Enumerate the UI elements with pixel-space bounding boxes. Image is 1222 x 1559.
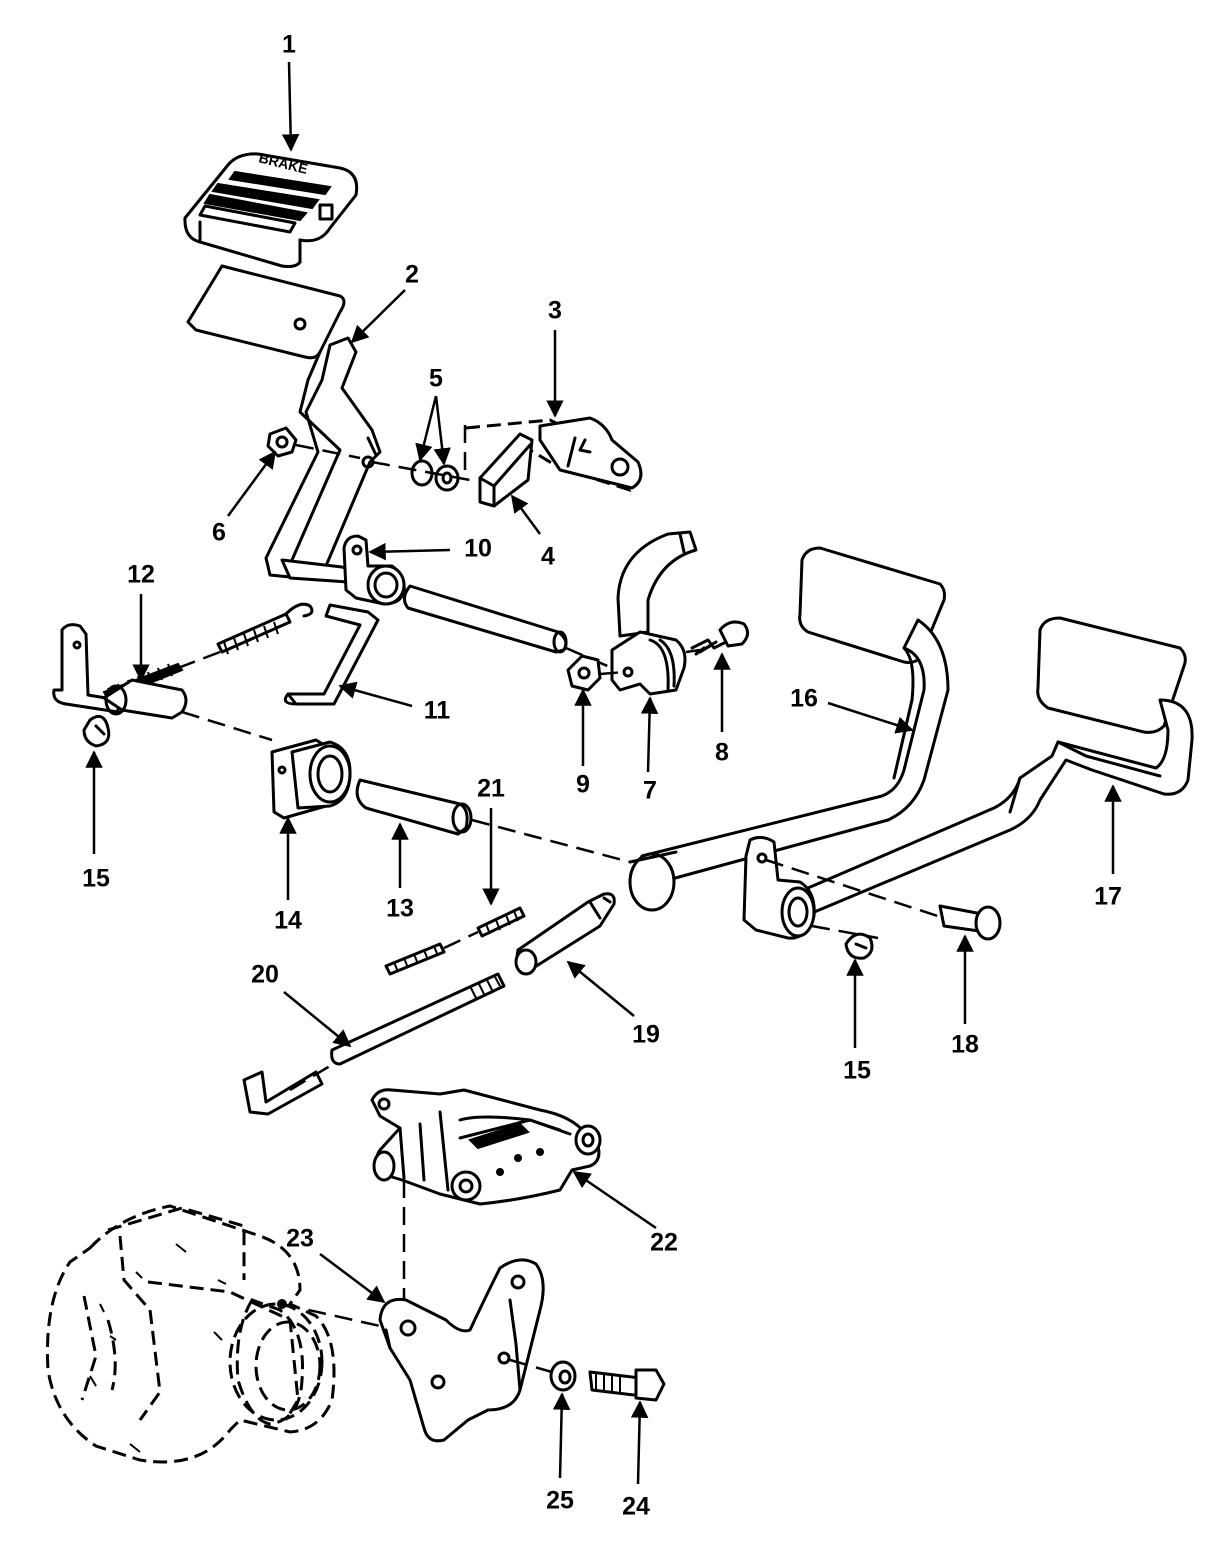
- callout-25: 25: [546, 1487, 574, 1515]
- callout-23: 23: [286, 1225, 314, 1253]
- return-spring: [52, 602, 314, 742]
- callout-21: 21: [477, 775, 505, 803]
- callout-24: 24: [622, 1493, 650, 1521]
- callout-1: 1: [282, 31, 296, 59]
- brake-pedal-pad: BRAKE: [183, 149, 359, 268]
- callout-3: 3: [548, 297, 562, 325]
- washers: [371, 459, 471, 492]
- callout-6: 6: [212, 519, 226, 547]
- nut: [266, 426, 361, 460]
- brake-pedal-right: [742, 616, 1194, 940]
- callout-17: 17: [1094, 883, 1122, 911]
- callout-19: 19: [632, 1021, 660, 1049]
- callout-labels: 1 2 3 5 6 4 10 12 11 16 8 7 9 21 15 14 1…: [82, 31, 1122, 1521]
- callout-9: 9: [576, 771, 590, 799]
- pivot-shaft: [355, 778, 631, 864]
- callout-4: 4: [541, 543, 555, 571]
- pivot-bushing-bracket: [342, 534, 406, 606]
- lock-washer: [549, 1360, 577, 1392]
- linkage-rod: [283, 603, 380, 706]
- clamp-bracket: [610, 530, 698, 696]
- callout-18: 18: [951, 1031, 979, 1059]
- retaining-clip-left: [82, 714, 111, 748]
- callout-15b: 15: [843, 1057, 871, 1085]
- clutch-pedal: [628, 546, 950, 912]
- callout-12: 12: [127, 561, 155, 589]
- callout-20: 20: [251, 961, 279, 989]
- axle-housing-phantom: [46, 1204, 381, 1464]
- callout-16: 16: [790, 685, 818, 713]
- screw-8: [685, 620, 749, 656]
- nut-9: [566, 654, 626, 692]
- bracket-assembly: [463, 416, 643, 508]
- retaining-clip-right: [811, 924, 879, 960]
- brake-caliper-assembly: [370, 1088, 602, 1206]
- cross-shaft-upper: [403, 584, 613, 670]
- clevis-pin: [765, 858, 1002, 941]
- clevis: [514, 892, 616, 976]
- leader-lines: [85, 61, 1122, 1485]
- callout-5: 5: [429, 365, 443, 393]
- callout-2: 2: [405, 261, 419, 289]
- callout-22: 22: [650, 1229, 678, 1257]
- callout-7: 7: [643, 777, 657, 805]
- mounting-bracket: [270, 738, 352, 820]
- callout-15a: 15: [82, 865, 110, 893]
- adjusting-rod: [242, 972, 506, 1116]
- callout-10: 10: [464, 535, 492, 563]
- callout-14: 14: [274, 907, 302, 935]
- mounting-plate: [378, 1258, 553, 1443]
- callout-11: 11: [424, 697, 451, 725]
- springs: [384, 906, 526, 976]
- callout-8: 8: [715, 739, 729, 767]
- callout-13: 13: [386, 895, 414, 923]
- bolt: [588, 1368, 666, 1402]
